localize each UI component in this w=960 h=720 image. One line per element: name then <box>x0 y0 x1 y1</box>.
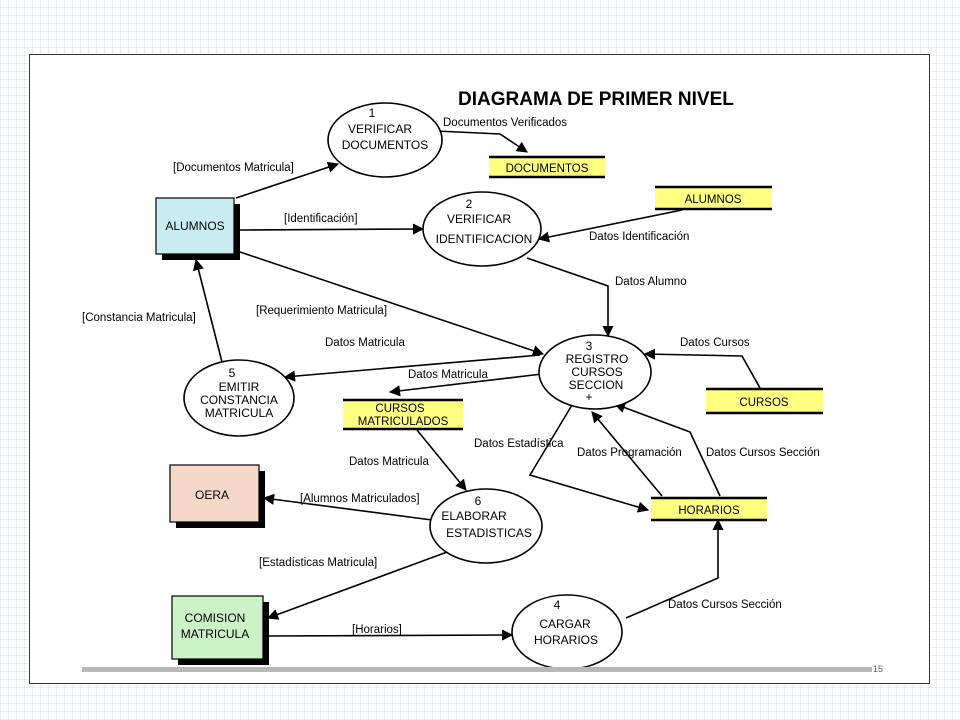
flow-label-datos-estadistica: Datos Estadística <box>474 438 564 450</box>
flow-label-datos-identificacion: Datos Identificación <box>589 231 689 243</box>
process-6-number: 6 <box>475 494 482 508</box>
flow-label-datos-cursos-seccion-up: Datos Cursos Sección <box>706 447 820 459</box>
process-4-line1: CARGAR <box>539 617 591 631</box>
process-3-line2: CURSOS <box>571 365 622 379</box>
process-3-registro-cursos-seccion: 3 REGISTRO CURSOS SECCION + <box>538 334 652 410</box>
process-5-line1: EMITIR <box>219 380 260 394</box>
store-horarios-label: HORARIOS <box>678 505 740 517</box>
flow-label-datos-matricula-to-store: Datos Matricula <box>408 369 488 381</box>
process-4-number: 4 <box>554 598 561 612</box>
flow-edge-datos-matricula-to-5 <box>283 354 541 382</box>
flow-edge-datos-matricula-to-store <box>388 373 543 397</box>
flow-label-datos-alumno: Datos Alumno <box>615 276 687 288</box>
flow-edge-datos-alumno <box>526 257 614 338</box>
flow-label-constancia-matricula: [Constancia Matricula] <box>82 312 196 324</box>
flow-edge-datos-estadistica <box>528 399 650 513</box>
flow-label-datos-cursos-seccion-horarios: Datos Cursos Sección <box>668 599 782 611</box>
process-3-number: 3 <box>586 339 593 353</box>
slide-number: 15 <box>873 664 884 674</box>
process-3-line4: + <box>585 390 592 404</box>
flow-label-identificacion: [Identificación] <box>284 213 358 225</box>
flow-edge-datos-cursos <box>643 348 761 389</box>
process-1-number: 1 <box>369 106 376 120</box>
process-5-number: 5 <box>229 366 236 380</box>
process-3-line1: REGISTRO <box>566 352 629 366</box>
flow-label-datos-cursos: Datos Cursos <box>680 337 750 349</box>
store-documentos: DOCUMENTOS <box>489 155 605 179</box>
process-6-line2: ESTADISTICAS <box>446 526 532 540</box>
process-6-line1: ELABORAR <box>441 509 507 523</box>
store-alumnos-label: ALUMNOS <box>685 194 742 206</box>
process-2-verificar-identificacion: 2 VERIFICAR IDENTIFICACION <box>422 191 542 267</box>
flow-label-documentos-verificados: Documentos Verificados <box>443 117 567 129</box>
process-4-line2: HORARIOS <box>534 633 598 647</box>
process-6-elaborar-estadisticas: 6 ELABORAR ESTADISTICAS <box>429 488 543 564</box>
process-5-line3: MATRICULA <box>205 406 273 420</box>
flow-edge-datos-cursos-seccion-up <box>613 402 721 497</box>
entity-comision-label-line1: COMISION <box>185 611 246 625</box>
flow-label-horarios: [Horarios] <box>352 624 402 636</box>
process-2-line2: IDENTIFICACION <box>436 232 533 246</box>
process-4-cargar-horarios: 4 CARGAR HORARIOS <box>511 594 623 670</box>
flow-edge-requerimiento-matricula <box>239 251 545 357</box>
flow-edge-datos-identificacion <box>537 209 683 243</box>
flow-label-datos-matricula-to-5: Datos Matricula <box>325 337 405 349</box>
flow-edge-estadisticas-matricula <box>266 547 459 620</box>
process-3-line3: SECCION <box>569 378 624 392</box>
entity-oera: OERA <box>169 464 265 528</box>
flow-edge-horarios <box>267 629 514 641</box>
flow-edge-documentos-verificados <box>435 130 528 153</box>
entity-oera-label: OERA <box>195 488 229 502</box>
flow-label-requerimiento-matricula: [Requerimiento Matricula] <box>256 305 387 317</box>
diagram-title: DIAGRAMA DE PRIMER NIVEL <box>458 89 734 110</box>
entity-alumnos-label: ALUMNOS <box>165 219 224 233</box>
flow-edge-datos-matricula-to-6 <box>416 429 467 491</box>
flow-edge-identificacion <box>239 223 425 235</box>
process-1-line1: VERIFICAR <box>348 122 412 136</box>
store-alumnos: ALUMNOS <box>655 185 772 211</box>
flow-edge-datos-cursos-seccion-horarios <box>625 518 724 619</box>
store-cursos-matriculados-line1: CURSOS <box>375 403 425 415</box>
flow-label-estadisticas-matricula: [Estadísticas Matricula] <box>259 557 377 569</box>
process-5-line2: CONSTANCIA <box>200 393 278 407</box>
store-cursos-matriculados-line2: MATRICULADOS <box>358 416 449 428</box>
flow-edge-documentos-matricula <box>235 161 340 199</box>
flow-edge-constancia-matricula <box>193 258 223 363</box>
process-2-line1: VERIFICAR <box>447 212 511 226</box>
flow-label-datos-matricula-to-6: Datos Matricula <box>349 456 429 468</box>
store-cursos-label: CURSOS <box>739 397 789 409</box>
entity-comision-label-line2: MATRICULA <box>181 627 249 641</box>
entity-alumnos: ALUMNOS <box>155 197 240 260</box>
flow-edge-datos-programacion <box>591 411 663 497</box>
process-1-verificar-documentos: 1 VERIFICAR DOCUMENTOS <box>327 102 443 178</box>
store-cursos-matriculados: CURSOS MATRICULADOS <box>343 398 463 431</box>
slide-bottom-bar <box>82 667 872 672</box>
entity-comision-matricula: COMISION MATRICULA <box>171 595 269 665</box>
store-cursos: CURSOS <box>706 387 823 415</box>
flow-edge-alumnos-matriculados <box>262 493 433 521</box>
process-5-emitir-constancia-matricula: 5 EMITIR CONSTANCIA MATRICULA <box>183 359 295 437</box>
flow-label-alumnos-matriculados: [Alumnos Matriculados] <box>300 493 420 505</box>
store-documentos-label: DOCUMENTOS <box>506 163 589 175</box>
slide-frame <box>29 54 930 684</box>
process-1-line2: DOCUMENTOS <box>342 138 428 152</box>
process-2-number: 2 <box>466 197 473 211</box>
flow-label-documentos-matricula: [Documentos Matricula] <box>173 162 294 174</box>
store-horarios: HORARIOS <box>651 496 767 522</box>
flow-label-datos-programacion: Datos Programación <box>577 447 682 459</box>
